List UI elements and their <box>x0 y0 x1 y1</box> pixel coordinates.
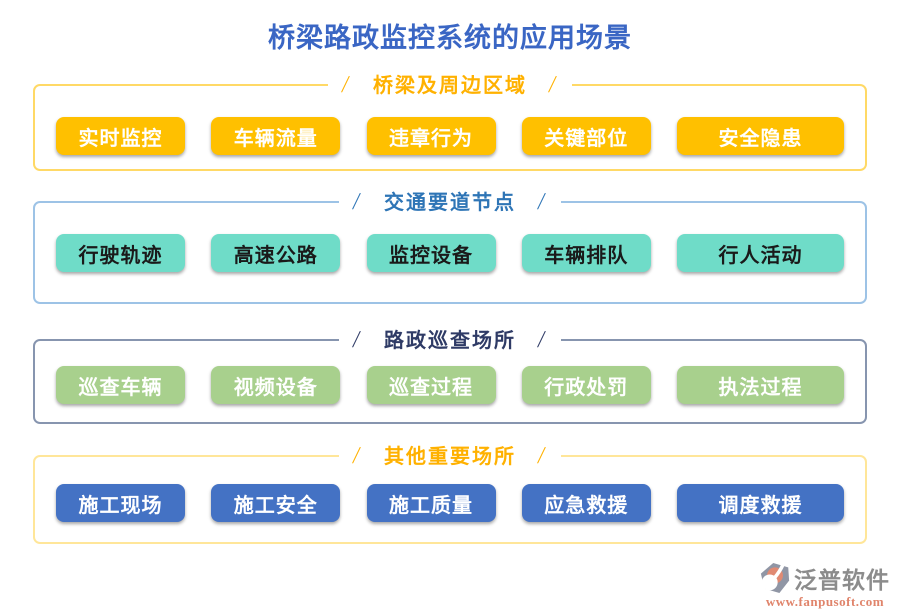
item-pill-bridge-area-4: 安全隐患 <box>677 117 844 155</box>
footer-brand: 泛普软件 www.fanpusoft.com <box>760 561 890 610</box>
section-legend: / 其他重要场所 / <box>35 442 865 473</box>
section-items-row: 行驶轨迹高速公路监控设备车辆排队行人活动 <box>35 203 865 272</box>
legend-slash-right-icon: / <box>536 443 549 469</box>
section-label: 其他重要场所 <box>384 446 516 468</box>
item-pill-traffic-nodes-3: 车辆排队 <box>521 234 651 272</box>
item-pill-patrol-sites-3: 行政处罚 <box>521 366 651 404</box>
legend-slash-left-icon: / <box>351 443 364 469</box>
item-pill-patrol-sites-4: 执法过程 <box>677 366 844 404</box>
item-pill-other-sites-2: 施工质量 <box>366 484 496 522</box>
item-pill-other-sites-0: 施工现场 <box>56 484 185 522</box>
logo-swoosh <box>761 563 785 591</box>
item-pill-bridge-area-1: 车辆流量 <box>211 117 341 155</box>
legend-slash-left-icon: / <box>351 189 364 215</box>
item-pill-bridge-area-3: 关键部位 <box>521 117 651 155</box>
section-legend: / 交通要道节点 / <box>35 188 865 219</box>
item-pill-traffic-nodes-4: 行人活动 <box>677 234 844 272</box>
item-pill-bridge-area-2: 违章行为 <box>366 117 496 155</box>
section-label: 桥梁及周边区域 <box>373 75 527 97</box>
section-items-row: 巡查车辆视频设备巡查过程行政处罚执法过程 <box>35 341 865 404</box>
section-label: 交通要道节点 <box>384 192 516 214</box>
item-pill-traffic-nodes-1: 高速公路 <box>211 234 341 272</box>
brand-url: www.fanpusoft.com <box>765 594 885 609</box>
item-pill-traffic-nodes-2: 监控设备 <box>366 234 496 272</box>
item-pill-bridge-area-0: 实时监控 <box>56 117 185 155</box>
item-pill-other-sites-4: 调度救援 <box>677 484 844 522</box>
legend-slash-right-icon: / <box>536 189 549 215</box>
section-traffic-nodes: /交通要道节点/行驶轨迹高速公路监控设备车辆排队行人活动 <box>33 188 867 304</box>
section-items-row: 实时监控车辆流量违章行为关键部位安全隐患 <box>35 86 865 155</box>
legend-slash-left-icon: / <box>340 72 353 98</box>
section-label: 路政巡查场所 <box>384 330 516 352</box>
section-legend: / 路政巡查场所 / <box>35 326 865 357</box>
item-pill-patrol-sites-2: 巡查过程 <box>366 366 496 404</box>
legend-slash-right-icon: / <box>547 72 560 98</box>
brand-name: 泛普软件 <box>794 567 890 593</box>
section-bridge-area: /桥梁及周边区域/实时监控车辆流量违章行为关键部位安全隐患 <box>33 71 867 171</box>
legend-slash-right-icon: / <box>536 327 549 353</box>
section-patrol-sites: /路政巡查场所/巡查车辆视频设备巡查过程行政处罚执法过程 <box>33 326 867 424</box>
item-pill-patrol-sites-1: 视频设备 <box>211 366 341 404</box>
sections: /桥梁及周边区域/实时监控车辆流量违章行为关键部位安全隐患/交通要道节点/行驶轨… <box>33 71 867 544</box>
section-items-row: 施工现场施工安全施工质量应急救援调度救援 <box>35 457 865 522</box>
section-other-sites: /其他重要场所/施工现场施工安全施工质量应急救援调度救援 <box>33 442 867 544</box>
item-pill-other-sites-3: 应急救援 <box>521 484 651 522</box>
legend-slash-left-icon: / <box>351 327 364 353</box>
fanpu-logo-icon <box>760 562 790 594</box>
section-legend: / 桥梁及周边区域 / <box>35 71 865 102</box>
item-pill-traffic-nodes-0: 行驶轨迹 <box>56 234 185 272</box>
item-pill-other-sites-1: 施工安全 <box>211 484 341 522</box>
page-title: 桥梁路政监控系统的应用场景 <box>268 23 632 53</box>
item-pill-patrol-sites-0: 巡查车辆 <box>56 366 185 404</box>
